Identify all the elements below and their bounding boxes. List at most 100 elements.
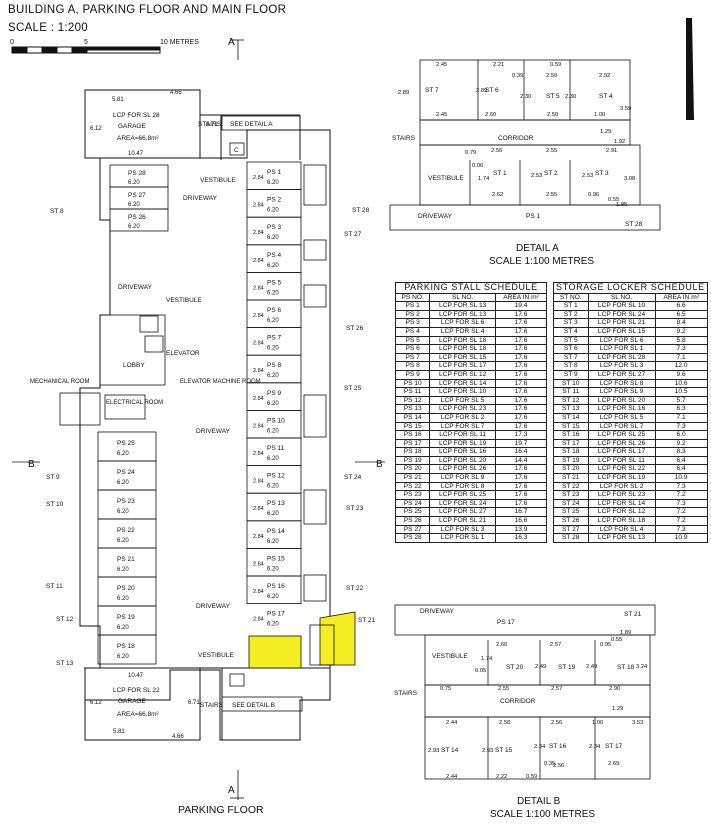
table-cell: ST 25: [553, 507, 589, 518]
stall-width-17: 2.84: [253, 617, 264, 623]
stall-length-7: 6.20: [267, 346, 279, 352]
table-cell: LCP FOR SL 14: [429, 378, 496, 389]
stall-label-15: PS 15: [267, 555, 285, 562]
table-cell: PS 26: [394, 516, 431, 526]
detail-a-dim-14: 1.00: [594, 112, 605, 118]
detail-a-label-11: PS 1: [526, 213, 540, 220]
svg-text:C: C: [234, 147, 239, 154]
table-cell: ST 6: [553, 344, 589, 354]
table-cell: PS 28: [394, 533, 431, 543]
left-stall-b-len-1: 6.20: [117, 480, 129, 486]
table-cell: LCP FOR SL 4: [429, 326, 496, 337]
stall-length-13: 6.20: [267, 511, 279, 517]
table-cell: LCP FOR SL 24: [587, 309, 656, 320]
table-cell: 6.4: [654, 464, 708, 475]
stall-length-12: 6.20: [267, 484, 279, 490]
table-cell: 17.6: [495, 344, 547, 354]
left-stall-len-1: 6.20: [128, 202, 140, 208]
stall-label-10: PS 10: [267, 417, 285, 424]
table-cell: LCP FOR SL 27: [429, 507, 496, 518]
detail-b-label-9: ST 14: [441, 747, 459, 754]
table-cell: 14.4: [495, 455, 547, 466]
detail-a-dim-7: 2.89: [476, 88, 487, 94]
table-cell: PS 18: [394, 447, 431, 457]
storage-schedule-title: STORAGE LOCKER SCHEDULE: [553, 282, 708, 294]
detail-a-label-12: ST 28: [625, 221, 643, 228]
detail-b-label-0: DRIVEWAY: [420, 608, 455, 615]
detail-b-label-10: ST 15: [495, 747, 513, 754]
mechanical-room-label: MECHANICAL ROOM: [30, 379, 89, 385]
table-cell: PS 21: [394, 473, 431, 483]
detail-a-dim-2: 0.59: [550, 62, 561, 68]
detail-b-scale: SCALE 1:100 METRES: [490, 809, 595, 820]
highlight-st21: [319, 611, 356, 666]
highlight-ps17: [248, 635, 302, 669]
table-cell: 10.5: [654, 387, 708, 397]
section-b-left: B: [28, 459, 35, 470]
upper-garage-use: GARAGE: [118, 123, 146, 130]
table-cell: 7.3: [654, 344, 708, 354]
stall-width-6: 2.84: [253, 313, 264, 319]
section-a-bottom: A: [228, 785, 235, 796]
table-cell: ST 18: [553, 447, 589, 457]
locker-label-12: ST 12: [56, 616, 74, 623]
detail-b-dim-16: 2.44: [446, 720, 458, 726]
table-cell: ST 13: [553, 404, 589, 414]
detail-a-dim-5: 2.92: [599, 73, 610, 79]
table-cell: LCP FOR SL 22: [587, 464, 656, 475]
table-cell: 17.6: [495, 412, 547, 423]
detail-a-label-3: ST 4: [599, 93, 613, 100]
table-cell: PS 25: [394, 507, 431, 518]
table-cell: 17.3: [495, 430, 547, 440]
detail-b-dim-4: 1.89: [620, 630, 631, 636]
detail-b-dim-24: 0.35: [544, 761, 555, 767]
north-arrow-icon: [686, 18, 694, 120]
table-cell: LCP FOR SL 23: [429, 404, 496, 414]
table-cell: ST 10: [553, 378, 589, 389]
detail-a-dim-23: 2.53: [531, 173, 542, 179]
elevator-machine-label: ELEVATOR MACHINE ROOM: [180, 379, 261, 385]
table-cell: 19.7: [495, 438, 547, 449]
locker-label-0: ST 28: [352, 207, 370, 214]
locker-label-6: ST 22: [346, 585, 364, 592]
table-cell: 7.3: [654, 481, 708, 492]
locker-label-11: ST 11: [46, 583, 63, 590]
stall-label-13: PS 13: [267, 500, 285, 507]
table-cell: 17.6: [495, 309, 547, 320]
table-cell: 10.6: [654, 378, 708, 389]
stall-length-14: 6.20: [267, 539, 279, 545]
table-cell: ST 5: [553, 335, 589, 346]
detail-b-label-5: ST 19: [558, 664, 576, 671]
table-cell: LCP FOR SL 28: [587, 352, 656, 363]
table-cell: 17.6: [495, 395, 547, 406]
detail-b-dim-7: 2.49: [535, 664, 546, 670]
stall-width-2: 2.84: [253, 203, 264, 209]
detail-a-label-2: ST 5: [546, 93, 560, 100]
table-cell: 17.6: [495, 490, 547, 500]
locker-label-13: ST 13: [56, 660, 74, 667]
locker-label-5: ST 23: [346, 505, 364, 512]
table-cell: LCP FOR SL 20: [587, 395, 656, 406]
table-cell: ST 26: [553, 516, 589, 526]
detail-a-label-8: ST 2: [544, 170, 558, 177]
left-stall-b-len-6: 6.20: [117, 625, 129, 631]
detail-b-dim-2: 0.95: [600, 642, 611, 648]
detail-b-label-7: STAIRS: [394, 690, 418, 697]
table-cell: PS 12: [394, 395, 431, 406]
upper-garage-area: AREA=66.8m²: [117, 135, 160, 142]
table-cell: PS 9: [394, 369, 431, 380]
table-cell: 13.9: [495, 524, 547, 535]
table-cell: ST 15: [553, 421, 589, 432]
detail-b-dim-23: 2.34: [589, 744, 601, 750]
